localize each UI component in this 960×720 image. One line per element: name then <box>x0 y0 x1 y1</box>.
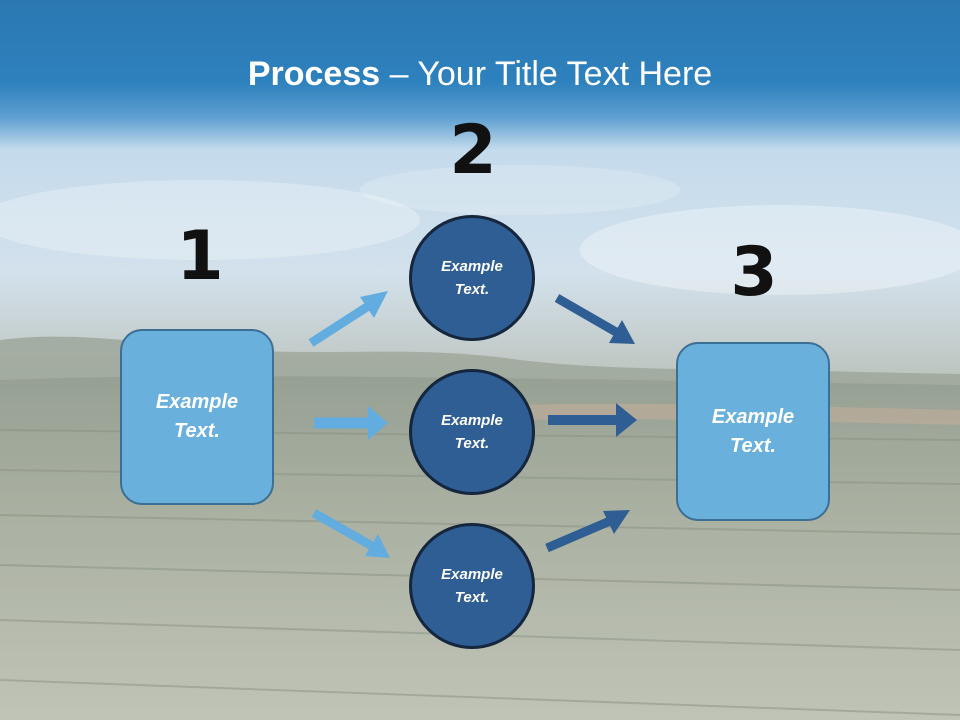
circle-top-line1: Example <box>441 258 503 275</box>
left-step-box: Example Text. <box>120 329 274 505</box>
title-rest: – Your Title Text Here <box>380 55 713 93</box>
step-number-1: 1 <box>176 217 224 296</box>
title-band <box>0 0 960 150</box>
circle-middle: Example Text. <box>409 369 535 495</box>
left-box-line1: Example <box>155 391 239 413</box>
circle-top: Example Text. <box>409 215 535 341</box>
arrow-left-up <box>308 291 388 347</box>
right-box-line1: Example <box>711 405 795 428</box>
step-number-2: 2 <box>449 111 497 190</box>
step-number-3: 3 <box>730 233 778 312</box>
left-box-line2: Text. <box>174 420 220 442</box>
arrow-right-middle <box>548 403 637 437</box>
arrow-left-down <box>311 509 390 558</box>
arrow-left-middle <box>314 406 388 440</box>
circle-bottom: Example Text. <box>409 523 535 649</box>
arrow-right-down <box>554 294 635 344</box>
circle-middle-line1: Example <box>441 412 503 429</box>
title-bold: Process <box>247 55 381 93</box>
circle-top-line2: Text. <box>454 281 490 298</box>
circle-bottom-line1: Example <box>441 566 503 583</box>
arrow-right-up <box>545 510 630 553</box>
right-box-line2: Text. <box>730 434 776 457</box>
circle-bottom-line2: Text. <box>454 589 490 606</box>
circle-middle-line2: Text. <box>454 435 490 452</box>
right-step-box: Example Text. <box>676 342 830 521</box>
slide-title: Process – Your Title Text Here <box>0 52 960 96</box>
